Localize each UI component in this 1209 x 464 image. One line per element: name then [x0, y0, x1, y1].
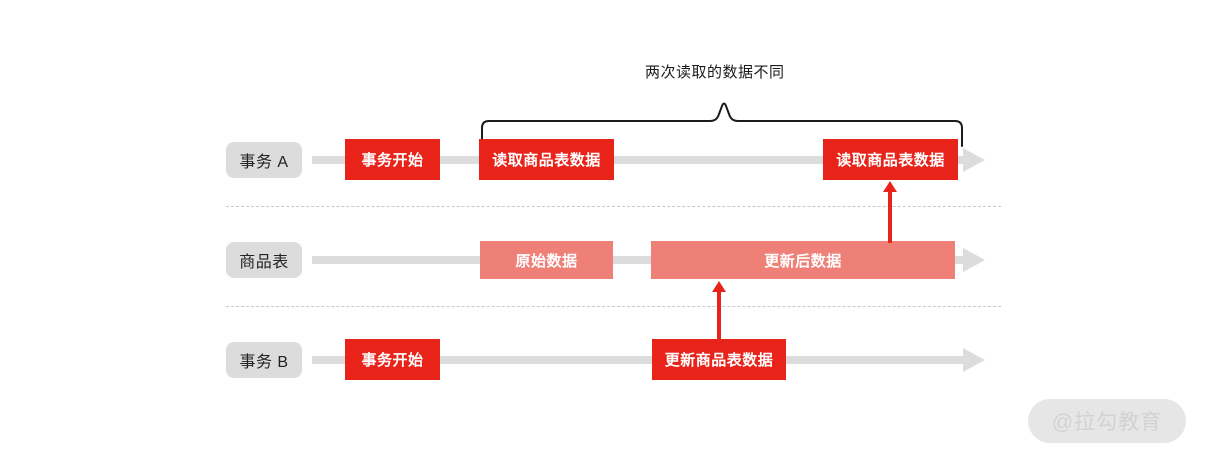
dependency-arrow-stem-update-to-read [888, 190, 892, 243]
timeline-track-product-table [312, 256, 965, 264]
dependency-arrow-head-txb-to-table [712, 281, 726, 292]
event-tx-a-begin[interactable]: 事务开始 [345, 139, 440, 180]
timeline-arrow-product-table [963, 248, 985, 272]
dependency-arrow-stem-txb-to-table [717, 290, 721, 340]
event-data-original[interactable]: 原始数据 [480, 241, 613, 279]
timeline-arrow-transaction-a [963, 148, 985, 172]
timeline-track-transaction-b [312, 356, 965, 364]
row-separator-2 [226, 306, 1001, 307]
event-tx-a-read-1[interactable]: 读取商品表数据 [479, 139, 614, 180]
event-data-updated[interactable]: 更新后数据 [651, 241, 955, 279]
event-tx-b-update[interactable]: 更新商品表数据 [652, 339, 786, 380]
annotation-caption: 两次读取的数据不同 [645, 64, 785, 81]
watermark: @拉勾教育 [1028, 399, 1186, 443]
dependency-arrow-head-update-to-read [883, 181, 897, 192]
row-label-product-table: 商品表 [226, 242, 302, 278]
event-tx-b-begin[interactable]: 事务开始 [345, 339, 440, 380]
event-tx-a-read-2[interactable]: 读取商品表数据 [823, 139, 958, 180]
row-label-transaction-b: 事务 B [226, 342, 302, 378]
timeline-arrow-transaction-b [963, 348, 985, 372]
row-separator-1 [226, 206, 1001, 207]
timeline-track-transaction-a [312, 156, 965, 164]
row-label-transaction-a: 事务 A [226, 142, 302, 178]
